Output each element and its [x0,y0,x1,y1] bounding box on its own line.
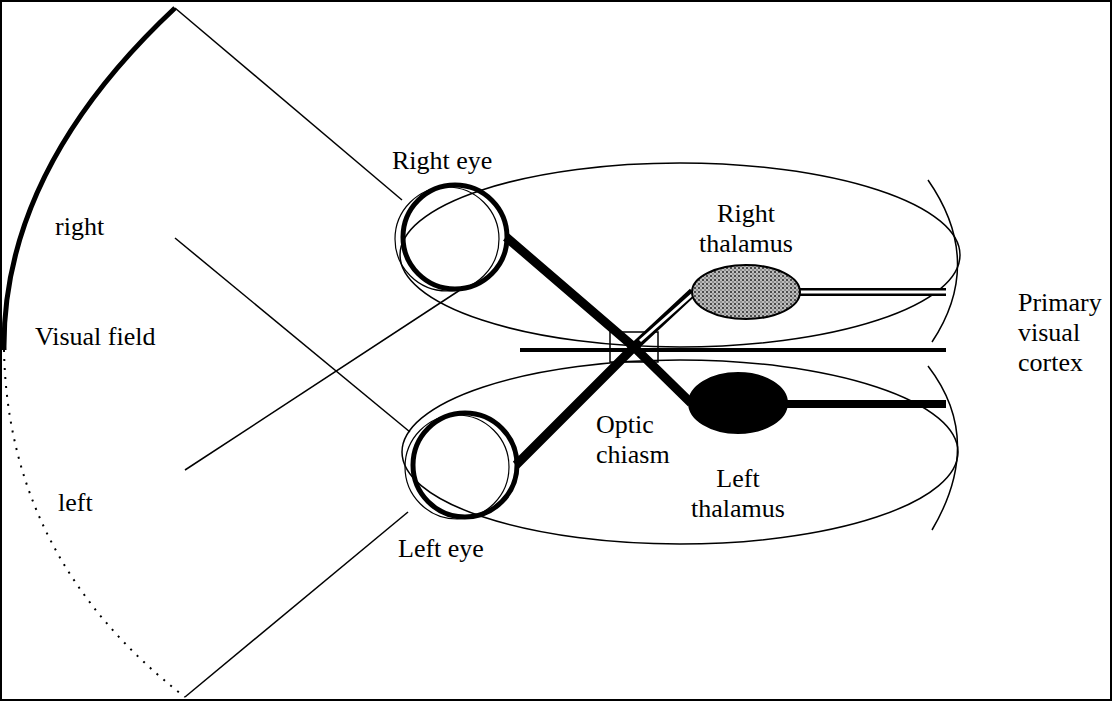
structure-label: Right eye [392,146,492,176]
optic-tract [516,292,695,465]
right-hemisphere [400,163,960,347]
cortex-outline [928,366,958,530]
sight-line [185,512,408,697]
eye-circle [410,410,520,520]
thalamus-ellipse [688,372,788,434]
diagram-label: Optic chiasm [596,410,691,470]
thalamus-ellipse [690,263,802,321]
pathway-node: Right eye [400,182,510,292]
sight-line [175,8,402,200]
structure-label: Left thalamus [678,464,798,524]
eye-circle [400,182,510,292]
diagram-label: Visual field [35,322,155,352]
optic-radiation [786,400,946,408]
optic-radiation [800,288,946,296]
diagram-label: left [58,488,93,518]
visual-field-arc [4,350,185,697]
cortex-outline [928,180,958,342]
visual-field-arc [4,8,175,350]
pathway-node: Left thalamus [688,372,788,434]
optic-radiation [800,291,946,294]
structure-label: Right thalamus [686,199,806,259]
pathway-node: Right thalamus [690,263,802,321]
diagram-label: right [55,212,104,242]
midline [520,348,946,352]
sight-line [175,238,410,432]
structure-label: Left eye [398,534,484,564]
diagram-label: Primary visual cortex [1018,288,1110,378]
pathway-node: Left eye [410,410,520,520]
